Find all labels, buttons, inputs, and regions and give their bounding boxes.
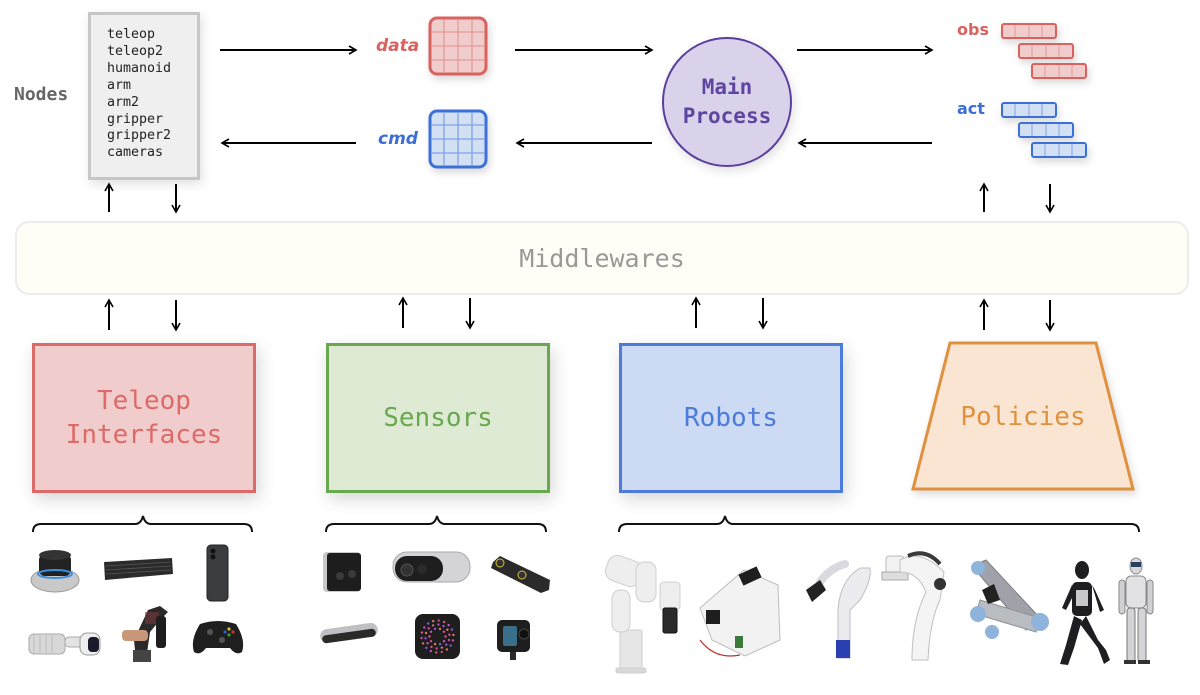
camera-app-dot (431, 624, 435, 627)
camera-app-dot (429, 640, 433, 643)
realsense-camera-icon (320, 622, 378, 644)
camera-app-dot (435, 647, 438, 650)
camera-app-dot (444, 635, 447, 638)
node-item: humanoid (107, 60, 172, 76)
act-vectors-icon (1001, 102, 1087, 158)
spacemouse-icon (30, 550, 80, 593)
camera-app-dot (431, 619, 435, 623)
middlewares-bar: Middlewares (15, 221, 1189, 295)
sensors-box: Sensors (326, 343, 550, 493)
policies-shape (911, 341, 1135, 491)
nodes-list: teleop teleop2 humanoid arm arm2 gripper… (91, 15, 197, 162)
nodes-box: teleop teleop2 humanoid arm arm2 gripper… (88, 12, 200, 180)
camera-app-dot (452, 633, 455, 637)
main-process-label: Main Process (682, 75, 772, 128)
camera-app-dot (428, 635, 431, 638)
camera-app-dot (451, 639, 455, 642)
main-process-node: Main Process (662, 37, 792, 167)
cmd-tensor-icon (428, 109, 488, 169)
camera-app-dot (442, 624, 445, 628)
camera-app-dot (437, 623, 440, 626)
data-tensor-icon (428, 16, 488, 76)
zed-stereo-camera-icon (491, 556, 550, 593)
camera-app-dot (440, 650, 444, 654)
exoskeleton-arm-icon (122, 606, 168, 662)
camera-app-dot (449, 644, 452, 647)
teleop-interfaces-box: Teleop Interfaces (32, 343, 256, 493)
depth-camera-icon (392, 551, 471, 583)
camera-app-dot (427, 627, 430, 630)
action-camera-icon (497, 620, 530, 660)
policies-label: Policies (960, 401, 1086, 432)
node-item: gripper (107, 111, 164, 127)
obs-vectors-icon (1001, 23, 1087, 79)
camera-app-dot (424, 631, 428, 635)
camera-app-dot (435, 651, 438, 654)
camera-app-dot (430, 645, 433, 649)
kinova-arm-robot-icon (806, 560, 871, 659)
vertical-arrows (104, 182, 1055, 332)
middlewares-label: Middlewares (519, 243, 685, 273)
camera-app-dot (429, 630, 433, 633)
camera-app-dot (445, 648, 449, 651)
camera-app-dot (447, 638, 451, 642)
camera-app-dot (440, 646, 444, 649)
camera-app-dot (438, 627, 442, 631)
camera-app-dot (426, 642, 429, 645)
node-item: arm (107, 77, 132, 93)
camera-app-dot (448, 633, 451, 636)
obs-label: obs (957, 20, 989, 39)
camera-app-dot (442, 640, 446, 643)
node-item: arm2 (107, 94, 140, 110)
data-label: data (376, 36, 420, 56)
keyboard-icon (104, 558, 173, 580)
camera-app-dot (438, 642, 442, 646)
camera-app-dot (425, 646, 428, 650)
humanoid-robot-silver-icon (1118, 557, 1154, 664)
camera-app-dot (442, 630, 446, 633)
sensors-brace (325, 515, 547, 533)
camera-app-dot (433, 642, 437, 646)
humanoid-robot-dark-icon (1060, 561, 1110, 665)
node-item: teleop2 (107, 43, 164, 59)
camera-app-dot (437, 619, 440, 622)
cmd-label: cmd (378, 129, 418, 149)
vr-headset-icon (28, 632, 101, 656)
act-label: act (957, 99, 985, 118)
nodes-label: Nodes (14, 84, 69, 105)
node-item: gripper2 (107, 128, 172, 144)
robots-box: Robots (619, 343, 843, 493)
camera-app-dot (420, 631, 424, 634)
teleop-brace (32, 515, 253, 533)
camera-app-dot (426, 622, 430, 625)
xarm-robot-icon (604, 554, 681, 674)
camera-app-dot (433, 627, 437, 631)
camera-app-icon (415, 614, 460, 659)
camera-app-dot (424, 637, 427, 640)
camera-app-dot (445, 643, 448, 646)
gamepad-icon (192, 621, 244, 654)
camera-app-dot (420, 636, 423, 640)
franka-robot-icon (881, 551, 946, 661)
camera-app-dot (429, 649, 433, 653)
camera-app-dot (447, 623, 450, 627)
stereo-camera-icon (323, 552, 361, 592)
robots-brace (618, 515, 1140, 533)
node-item: cameras (107, 145, 164, 161)
smartphone-icon (206, 544, 229, 602)
desktop-arm-robot-icon (699, 566, 781, 657)
node-item: teleop (107, 27, 156, 42)
camera-app-dot (442, 620, 446, 624)
camera-app-dot (423, 626, 426, 629)
camera-app-dot (421, 642, 425, 645)
camera-app-dot (446, 628, 449, 631)
camera-app-dot (450, 628, 454, 631)
ur-robot-icon (970, 559, 1049, 639)
